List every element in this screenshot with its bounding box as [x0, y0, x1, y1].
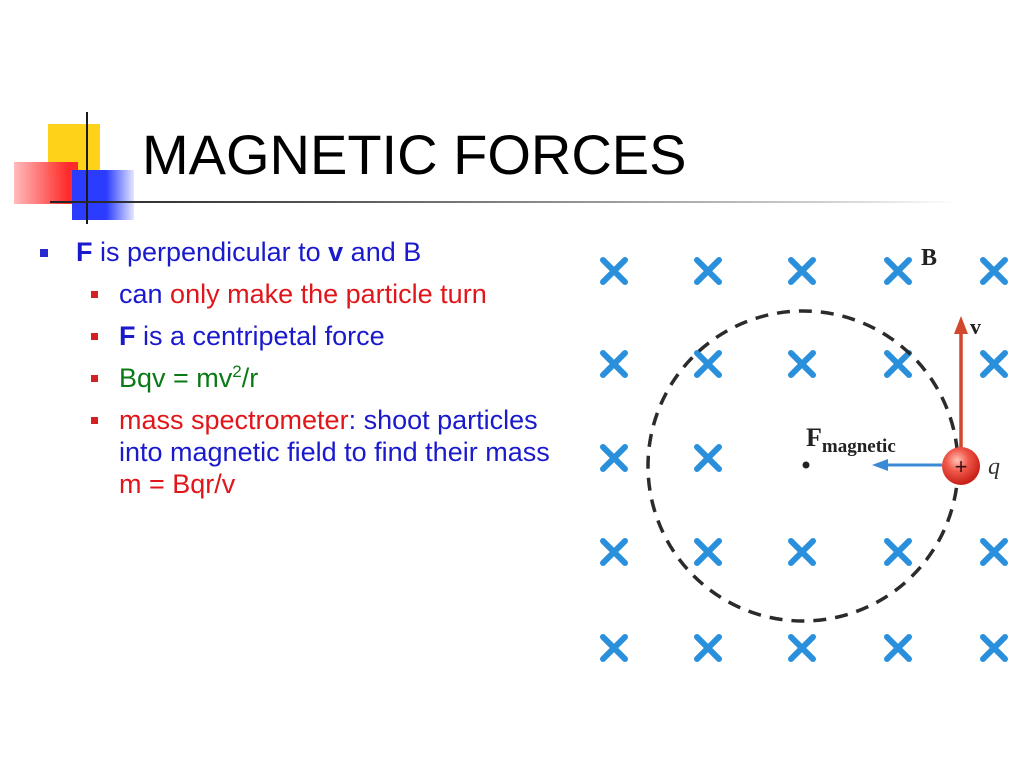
- sub-bullet-marker: [91, 375, 98, 382]
- title-decoration-blue-square: [72, 170, 134, 220]
- field-x-icon: [884, 350, 912, 378]
- field-x-icon: [788, 257, 816, 285]
- field-x-icon: [694, 634, 722, 662]
- bullet-list: F is perpendicular to v and B can only m…: [36, 236, 581, 500]
- field-x-icon: [600, 634, 628, 662]
- velocity-label: v: [970, 314, 981, 339]
- center-point: [802, 461, 810, 469]
- equation-exponent: 2: [232, 362, 242, 381]
- bullet-text: : shoot particles into magnetic field to…: [119, 405, 550, 467]
- field-x-icon: [980, 257, 1008, 285]
- title-decoration-red-square: [14, 162, 78, 204]
- field-x-icon: [600, 257, 628, 285]
- field-x-marks: [600, 257, 1008, 662]
- bullet-text: is perpendicular to: [92, 237, 329, 267]
- field-x-icon: [980, 634, 1008, 662]
- bullet-sub-centripetal: F is a centripetal force: [36, 320, 581, 352]
- force-label-main: F: [806, 423, 822, 452]
- field-x-icon: [884, 634, 912, 662]
- velocity-symbol: v: [328, 237, 344, 267]
- force-symbol: F: [76, 237, 93, 267]
- sub-bullet-marker: [91, 291, 98, 298]
- field-x-icon: [788, 634, 816, 662]
- field-x-icon: [980, 350, 1008, 378]
- equation-rhs: /r: [241, 363, 259, 393]
- force-label: Fmagnetic: [806, 423, 896, 457]
- bullet-text: can: [119, 279, 171, 309]
- bullet-text: and B: [343, 237, 422, 267]
- field-x-icon: [694, 350, 722, 378]
- field-x-icon: [884, 257, 912, 285]
- field-x-icon: [694, 444, 722, 472]
- title-decoration-vertical-line: [86, 112, 88, 224]
- mass-formula: m = Bqr/v: [119, 469, 236, 499]
- sub-bullet-marker: [91, 417, 98, 424]
- field-x-icon: [980, 538, 1008, 566]
- field-x-icon: [788, 350, 816, 378]
- field-x-icon: [600, 350, 628, 378]
- magnetic-field-diagram: v Fmagnetic + q B: [600, 245, 1008, 662]
- field-x-icon: [788, 538, 816, 566]
- bullet-main: F is perpendicular to v and B: [36, 236, 581, 268]
- bullet-sub-spectrometer: mass spectrometer: shoot particles into …: [36, 404, 581, 500]
- force-label-subscript: magnetic: [822, 436, 896, 457]
- field-x-icon: [694, 257, 722, 285]
- force-symbol: F: [119, 321, 136, 351]
- bullet-term: mass spectrometer: [119, 405, 349, 435]
- force-arrowhead: [872, 459, 888, 471]
- title-underline: [50, 201, 960, 203]
- field-x-icon: [600, 444, 628, 472]
- field-label: B: [921, 245, 937, 271]
- charged-particle: [942, 447, 980, 485]
- charge-label: q: [988, 454, 1000, 480]
- bullet-marker: [40, 249, 48, 257]
- bullet-sub-turn: can only make the particle turn: [36, 278, 581, 310]
- field-x-icon: [600, 538, 628, 566]
- equation-lhs: Bqv = mv: [119, 363, 233, 393]
- field-x-icon: [884, 538, 912, 566]
- charge-sign: +: [955, 454, 968, 479]
- slide-title: MAGNETIC FORCES: [142, 123, 687, 186]
- bullet-text: is a centripetal force: [135, 321, 385, 351]
- bullet-sub-equation: Bqv = mv2/r: [36, 362, 581, 394]
- bullet-text-highlight: only make the particle turn: [170, 279, 487, 309]
- velocity-arrowhead: [954, 316, 968, 334]
- sub-bullet-marker: [91, 333, 98, 340]
- field-x-icon: [694, 538, 722, 566]
